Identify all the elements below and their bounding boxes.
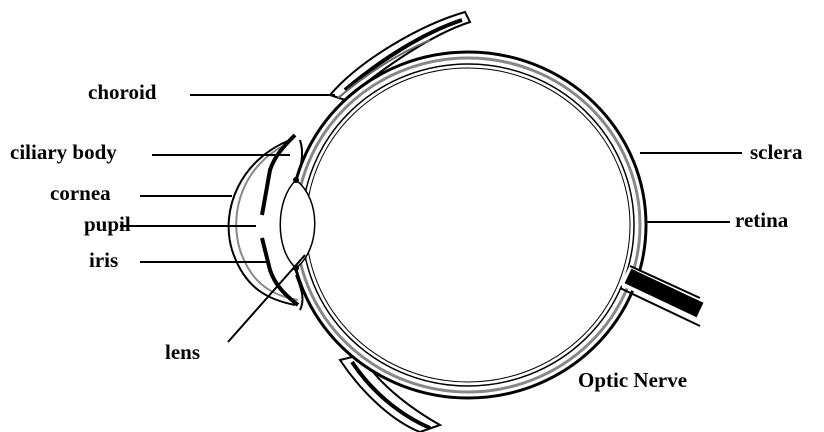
label-pupil: pupil: [84, 214, 131, 235]
label-optic-nerve: Optic Nerve: [578, 370, 687, 391]
label-lens: lens: [165, 342, 200, 363]
label-retina: retina: [735, 210, 788, 231]
label-sclera: sclera: [750, 142, 802, 163]
label-iris: iris: [89, 250, 118, 271]
eyeball-outline: [290, 52, 646, 398]
label-choroid: choroid: [88, 82, 156, 103]
label-ciliary-body: ciliary body: [10, 142, 117, 163]
label-cornea: cornea: [50, 183, 111, 204]
